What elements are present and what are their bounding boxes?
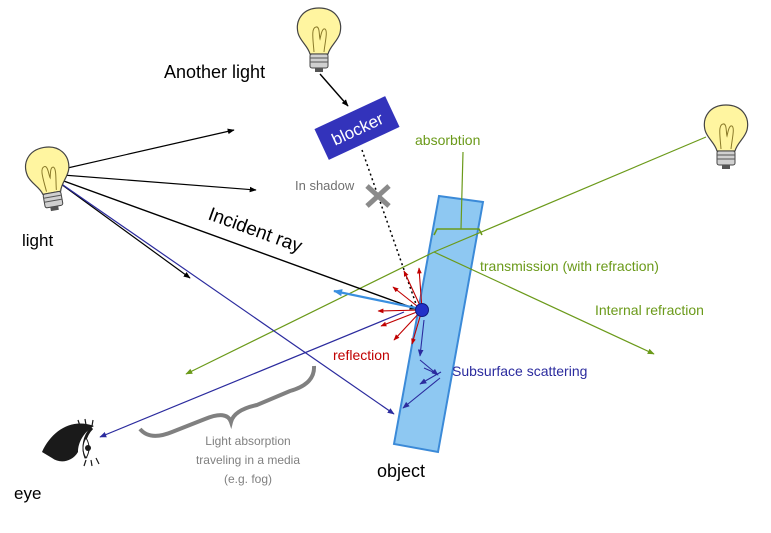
- absorption-bracket: [433, 228, 483, 236]
- subsurface-label: Subsurface scattering: [452, 363, 587, 379]
- transmission-outgoing-ray: [185, 251, 435, 375]
- another-light-label: Another light: [164, 62, 265, 82]
- light-ray-3: [49, 175, 191, 279]
- transmission-label: transmission (with refraction): [480, 258, 659, 274]
- blocker-box: blocker: [314, 96, 400, 160]
- media-label-line1: Light absorption: [205, 434, 290, 448]
- media-brace: [138, 365, 317, 438]
- light-bulb-icon: [703, 104, 749, 169]
- light-bulb-icon: [296, 7, 342, 72]
- in-shadow-label: In shadow: [295, 178, 355, 193]
- absorption-pointer: [460, 151, 464, 230]
- shadow-ray: [361, 149, 417, 305]
- eye-label: eye: [14, 484, 41, 503]
- light-rays: [49, 128, 417, 415]
- reflection-arrows: [377, 267, 423, 345]
- reflection-label: reflection: [333, 347, 390, 363]
- internal-refraction-label: Internal refraction: [595, 302, 704, 318]
- cross-icon: [365, 184, 391, 208]
- light-label: light: [22, 231, 53, 250]
- hit-point: [415, 303, 429, 317]
- incident-ray-label: Incident ray: [205, 204, 305, 257]
- light-ray-1: [49, 128, 235, 173]
- media-label-line2: traveling in a media: [196, 453, 300, 467]
- eye-icon: [42, 418, 100, 467]
- incident-ray: [49, 175, 417, 310]
- media-label-line3: (e.g. fog): [224, 472, 272, 486]
- transmission-incoming-ray: [433, 136, 707, 253]
- transmission-rays: [185, 136, 707, 375]
- another-light-ray: [319, 73, 349, 107]
- light-ray-2: [49, 173, 257, 193]
- subsurface-incoming-ray: [49, 175, 395, 415]
- internal-refraction-ray: [433, 251, 655, 355]
- specular-reflection-ray: [333, 289, 417, 310]
- absorption-label: absorbtion: [415, 132, 480, 148]
- eye-ray: [99, 311, 405, 438]
- object-label: object: [377, 461, 425, 481]
- light-bulb-icon: [24, 146, 70, 212]
- subsurface-arrows: [402, 319, 442, 409]
- object-slab: [392, 194, 485, 454]
